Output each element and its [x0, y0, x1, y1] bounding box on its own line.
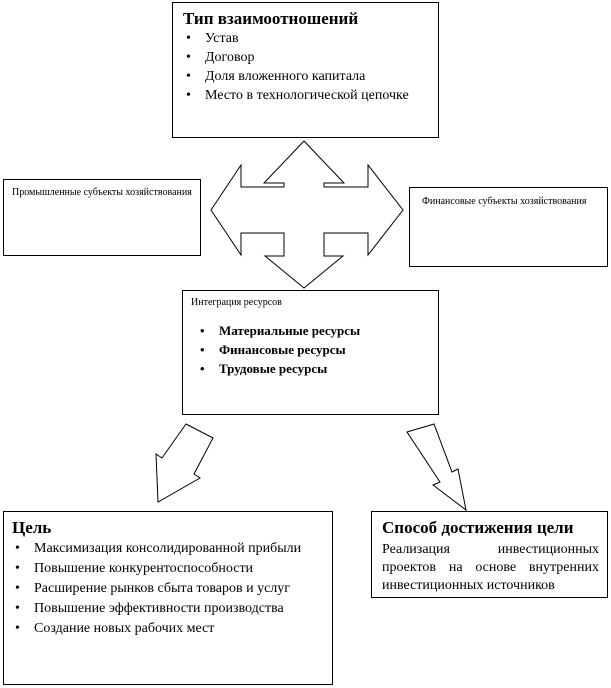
relations-title: Тип взаимоотношений: [183, 9, 359, 28]
four-way-arrow-icon: [210, 140, 404, 289]
method-title: Способ достижения цели: [382, 518, 574, 537]
relations-box: Тип взаимоотношений Устав Договор Доля в…: [172, 2, 439, 138]
method-box: Способ достижения цели Реализация инвест…: [371, 511, 608, 598]
list-item: Расширение рынков сбыта товаров и услуг: [12, 580, 324, 598]
list-item: Материальные ресурсы: [197, 321, 430, 340]
industrial-entities-box: Промышленные субъекты хозяйствования: [3, 179, 201, 256]
integration-title: Интеграция ресурсов: [191, 297, 282, 308]
arrow-down-left-icon: [155, 423, 214, 503]
financial-entities-label: Финансовые субъекты хозяйствования: [422, 196, 587, 207]
industrial-entities-label: Промышленные субъекты хозяйствования: [12, 187, 192, 198]
arrow-down-right-icon: [406, 423, 467, 512]
list-item: Повышение конкурентоспособности: [12, 560, 324, 578]
goal-title: Цель: [12, 518, 52, 537]
list-item: Создание новых рабочих мест: [12, 620, 324, 638]
goal-box: Цель Максимизация консолидированной приб…: [3, 511, 333, 685]
list-item: Доля вложенного капитала: [183, 67, 428, 86]
financial-entities-box: Финансовые субъекты хозяйствования: [409, 187, 608, 267]
method-text: Реализация инвестиционных проектов на ос…: [382, 542, 599, 593]
list-item: Повышение эффективности производства: [12, 600, 324, 618]
integration-list: Материальные ресурсы Финансовые ресурсы …: [191, 321, 430, 378]
integration-box: Интеграция ресурсов Материальные ресурсы…: [182, 290, 439, 415]
list-item: Место в технологической цепочке: [183, 86, 428, 105]
goal-list: Максимизация консолидированной прибыли П…: [12, 540, 324, 638]
list-item: Максимизация консолидированной прибыли: [12, 540, 324, 558]
list-item: Устав: [183, 29, 428, 48]
list-item: Финансовые ресурсы: [197, 340, 430, 359]
relations-list: Устав Договор Доля вложенного капитала М…: [183, 29, 428, 105]
list-item: Трудовые ресурсы: [197, 359, 430, 378]
list-item: Договор: [183, 48, 428, 67]
